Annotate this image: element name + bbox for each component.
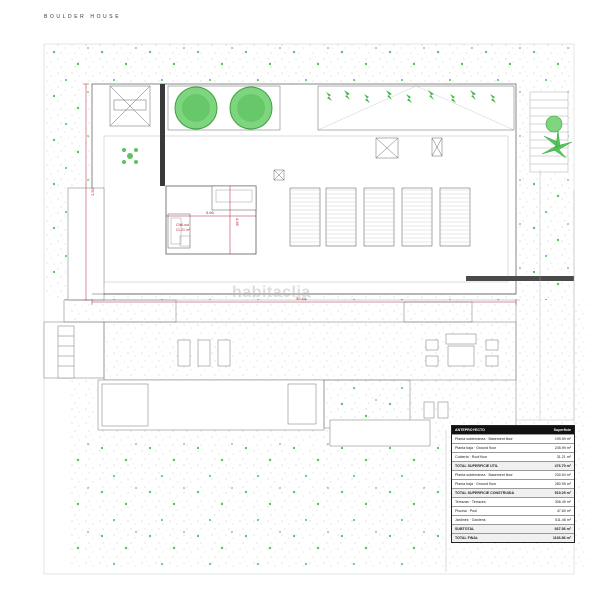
planter-long <box>317 85 515 131</box>
terrace-beam <box>466 276 574 281</box>
table-row: TOTAL SUPERFICIE CONSTRUIDA 519.29 m² <box>452 488 574 497</box>
row-label: Jardines · Gardens <box>455 518 486 522</box>
header-label: ANTEPROYECTO <box>455 428 485 432</box>
row-value: 306.49 m² <box>554 500 571 504</box>
table-row: TOTAL FINAL 1166.86 m² <box>452 533 574 542</box>
row-value: 1166.86 m² <box>552 536 571 540</box>
row-label: Planta subterránea · Basement floor <box>455 437 513 441</box>
row-label: TOTAL SUPERFICIE ÚTIL <box>455 464 499 468</box>
table-row: Terrazas · Terraces 306.49 m² <box>452 497 574 506</box>
dim-left-height: 1.50 <box>90 187 95 196</box>
row-label: Planta subterránea · Basement floor <box>455 473 513 477</box>
row-label: Cubierta · Roof floor <box>455 455 488 459</box>
drawing-title: BOULDER HOUSE <box>44 14 122 20</box>
ground-floor <box>43 299 517 447</box>
table-row: TOTAL SUPERFICIE ÚTIL 476.79 m² <box>452 461 574 470</box>
row-value: 199.59 m² <box>554 437 571 441</box>
dim-room-width: 5.66 <box>206 210 215 215</box>
garden-shrub <box>122 148 138 164</box>
roof-hatches <box>273 137 443 181</box>
row-value: 519.29 m² <box>554 491 571 495</box>
chill-out-room <box>165 185 257 255</box>
table-row: SUBTOTAL 667.56 m² <box>452 524 574 533</box>
table-row: Planta subterránea · Basement floor 230.5… <box>452 470 574 479</box>
table-row: Planta baja · Ground floor 280.95 m² <box>452 479 574 488</box>
watermark: habitaclia <box>232 284 311 301</box>
solar-panels <box>289 187 471 247</box>
dim-total-width: 30.44 <box>296 296 307 301</box>
row-label: Planta baja · Ground floor <box>455 446 497 450</box>
row-label: SUBTOTAL <box>455 527 475 531</box>
table-row: Jardines · Gardens 511.46 m² <box>452 515 574 524</box>
table-row: Planta subterránea · Basement floor 199.5… <box>452 434 574 443</box>
row-label: TOTAL SUPERFICIE CONSTRUIDA <box>455 491 515 495</box>
dim-room-height: 4.66 <box>235 218 240 227</box>
room-name: Chill-out <box>176 223 189 227</box>
header-value: Superficie <box>553 428 571 432</box>
row-label: Planta baja · Ground floor <box>455 482 497 486</box>
row-value: 245.99 m² <box>554 446 571 450</box>
row-value: 31.21 m² <box>556 455 571 459</box>
side-stairs <box>529 91 569 173</box>
table-row: Planta baja · Ground floor 245.99 m² <box>452 443 574 452</box>
room-area: 21.21 m² <box>176 228 191 232</box>
skylight-box-left <box>109 85 151 127</box>
row-value: 280.95 m² <box>554 482 571 486</box>
table-row: Piscina · Pool 47.60 m² <box>452 506 574 515</box>
row-value: 230.54 m² <box>554 473 571 477</box>
table-row: Cubierta · Roof floor 31.21 m² <box>452 452 574 461</box>
row-value: 667.56 m² <box>554 527 571 531</box>
planter-trees <box>167 85 281 131</box>
table-header: ANTEPROYECTO Superficie <box>452 426 574 434</box>
area-summary-table: ANTEPROYECTO Superficie Planta subterrán… <box>451 425 575 543</box>
row-value: 511.46 m² <box>555 518 571 522</box>
row-label: TOTAL FINAL <box>455 536 479 540</box>
row-label: Terrazas · Terraces <box>455 500 486 504</box>
row-label: Piscina · Pool <box>455 509 477 513</box>
row-value: 476.79 m² <box>554 464 571 468</box>
structural-wall <box>160 84 165 186</box>
shrub-right <box>545 115 563 133</box>
paving <box>445 170 575 572</box>
palm-tree <box>541 129 573 159</box>
row-value: 47.60 m² <box>556 509 571 513</box>
table-body: Planta subterránea · Basement floor 199.5… <box>452 434 574 542</box>
